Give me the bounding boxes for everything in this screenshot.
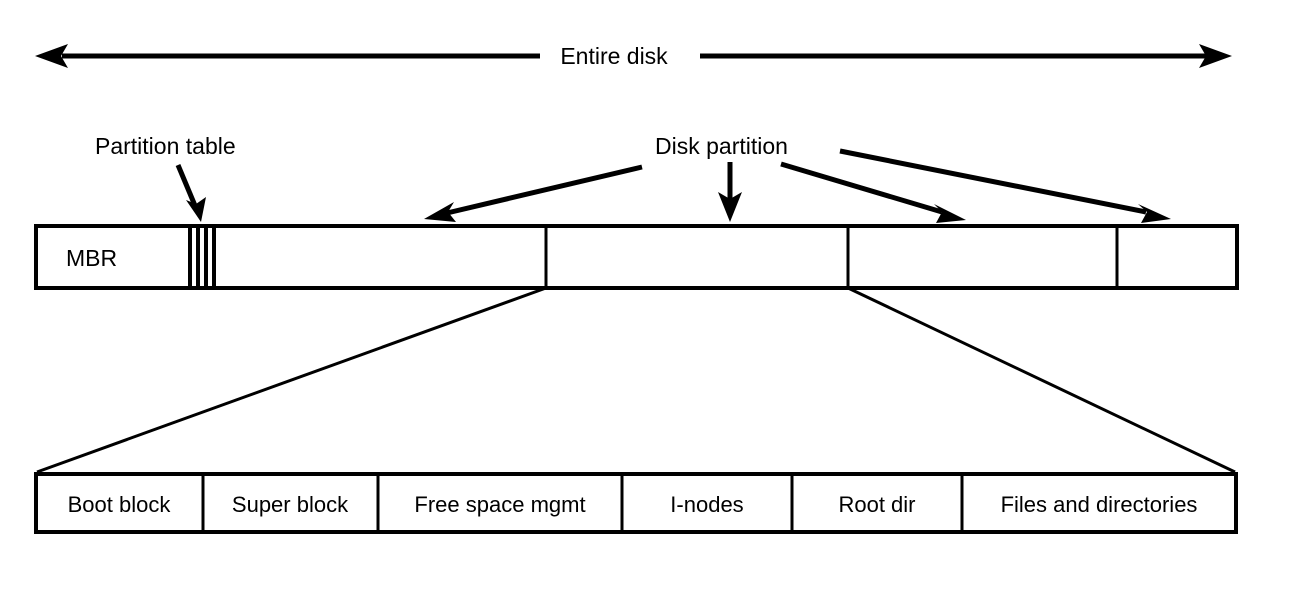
leader-shaft-right-2 <box>839 148 1147 215</box>
disk-partition-leader-down <box>718 162 742 222</box>
i-nodes-cell-label: I-nodes <box>670 492 743 517</box>
disk-partition-leader-right-1 <box>780 161 966 223</box>
arrow-left-icon <box>35 44 68 68</box>
mbr-cell-label: MBR <box>66 245 117 271</box>
partition-table-stripes <box>188 228 216 286</box>
disk-partition-leader-right-2 <box>839 148 1171 223</box>
partition-layout-bar: Boot block Super block Free space mgmt I… <box>34 472 1238 534</box>
free-space-mgmt-cell-label: Free space mgmt <box>414 492 585 517</box>
partition-table-leader-arrow <box>175 164 206 222</box>
arrow-down-right-icon-2 <box>934 204 966 223</box>
arrow-down-icon <box>718 192 742 222</box>
entire-disk-label: Entire disk <box>560 43 668 69</box>
boot-block-cell-label: Boot block <box>68 492 172 517</box>
disk-bar-outline <box>34 224 1239 290</box>
arrow-down-right-icon-3 <box>1138 204 1171 223</box>
files-and-directories-cell-label: Files and directories <box>1001 492 1198 517</box>
leader-shaft-left <box>446 164 643 216</box>
expansion-guides <box>36 286 1236 474</box>
expansion-line-left <box>36 286 547 474</box>
arrow-down-right-icon <box>186 197 206 222</box>
disk-partition-leader-left <box>424 164 643 222</box>
entire-disk-bar: MBR <box>34 224 1239 290</box>
entire-disk-span-arrow: Entire disk <box>35 43 1232 69</box>
leader-shaft-right-1 <box>780 161 943 215</box>
disk-partition-label: Disk partition <box>655 133 788 159</box>
arrow-right-icon <box>1199 44 1232 68</box>
expansion-line-right <box>847 286 1236 474</box>
super-block-cell-label: Super block <box>232 492 349 517</box>
root-dir-cell-label: Root dir <box>838 492 915 517</box>
partition-bar-outline <box>34 472 1238 534</box>
leader-shaft <box>175 164 199 209</box>
arrow-down-left-icon <box>424 202 456 222</box>
partition-table-label: Partition table <box>95 133 236 159</box>
